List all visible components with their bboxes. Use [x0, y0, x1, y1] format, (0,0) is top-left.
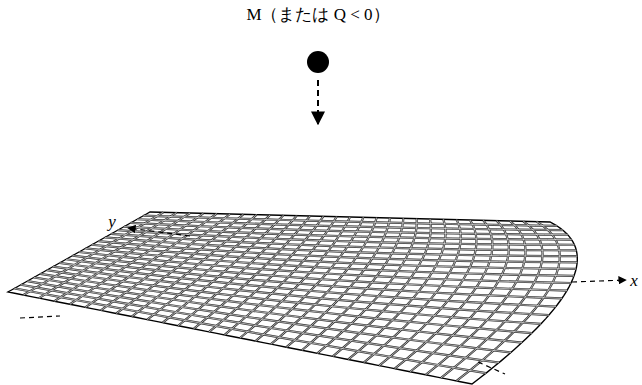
grid-line-inner: [124, 227, 571, 240]
grid-line-inner: [85, 214, 216, 308]
grid-line-inner: [457, 222, 560, 381]
plane-outline: [8, 212, 577, 384]
grid-line-inner: [79, 252, 571, 283]
fall-arrow: [317, 80, 319, 124]
grid-line-inner: [225, 217, 337, 335]
axis-label: x: [630, 272, 638, 291]
grid-line-inner: [144, 216, 557, 226]
grid-line: [14, 288, 486, 373]
grid-line-inner: [40, 274, 532, 333]
grid-line: [124, 227, 571, 240]
grid-line: [27, 281, 511, 352]
grid-line-inner: [105, 237, 577, 256]
grid-line-inner: [348, 219, 445, 359]
mass-label: M（または Q < 0）: [246, 6, 389, 25]
grid-line-inner: [21, 285, 499, 363]
grid-plane: [8, 212, 577, 384]
grid-line-inner: [132, 215, 257, 317]
axis-label: y: [108, 213, 116, 232]
grid-line-inner: [85, 248, 574, 275]
grid-line-inner: [131, 223, 568, 235]
grid-line-inner: [395, 220, 493, 368]
grid-line-inner: [92, 245, 576, 269]
grid-line-inner: [255, 217, 363, 341]
grid-line-inner: [53, 267, 549, 316]
grid-line-inner: [27, 281, 511, 352]
grid-line-inner: [379, 220, 476, 366]
x-axis: [572, 280, 626, 282]
grid-line-inner: [34, 277, 522, 342]
x-axis-tail: [20, 316, 60, 318]
y-axis: [128, 228, 190, 236]
grid-line-inner: [14, 288, 486, 373]
mass-ball: [307, 51, 329, 73]
grid-line-inner: [118, 230, 575, 245]
grid-line-inner: [60, 263, 556, 307]
grid-line-inner: [137, 219, 563, 230]
grid-line-inner: [116, 214, 243, 313]
grid-line-inner: [101, 214, 230, 310]
y-axis-tail: [478, 362, 505, 374]
